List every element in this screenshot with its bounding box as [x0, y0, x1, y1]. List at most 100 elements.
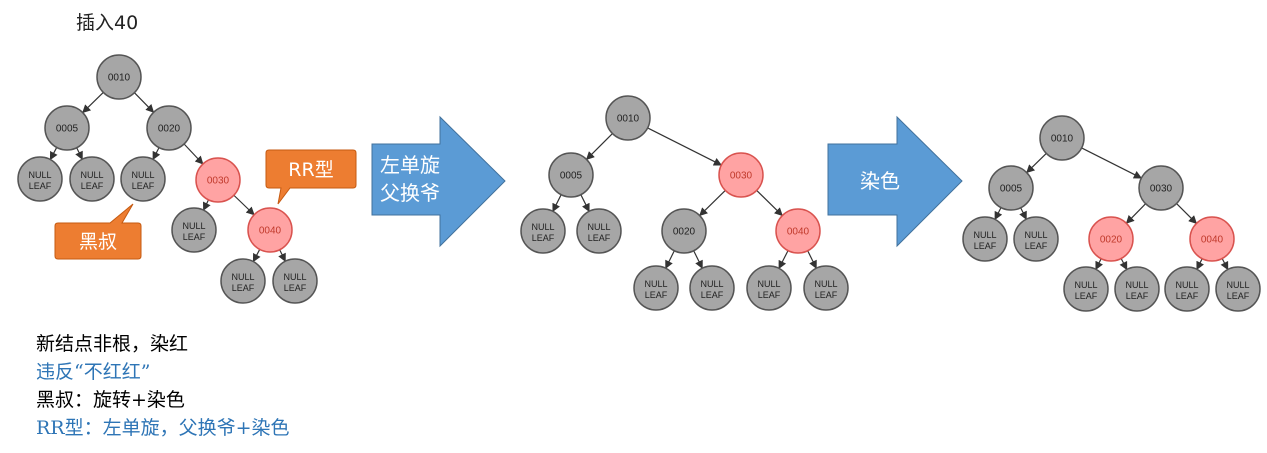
svg-text:NULL: NULL [28, 170, 51, 180]
tree-1-edge [49, 147, 58, 161]
svg-text:NULL: NULL [1226, 280, 1249, 290]
tree-2-edge [693, 250, 703, 270]
svg-text:NULL: NULL [587, 222, 610, 232]
note-line-4: RR型：左单旋，父换爷+染色 [36, 417, 290, 439]
callout-black-uncle: 黑叔 [54, 203, 142, 260]
svg-text:LEAF: LEAF [1025, 241, 1048, 251]
tree-3-edge [1081, 147, 1143, 179]
tree-2-edge [699, 189, 726, 217]
tree-3-edge [1196, 258, 1204, 271]
tree-2-edge [647, 127, 723, 166]
note-line-2: 违反“不红红” [36, 361, 151, 383]
svg-text:NULL: NULL [1175, 280, 1198, 290]
tree-1-node-0030: 0030 [195, 157, 241, 203]
tree-3-edge [1119, 258, 1128, 271]
tree-2-node-0040: 0040 [775, 208, 821, 254]
svg-text:LEAF: LEAF [183, 232, 206, 242]
svg-text:LEAF: LEAF [284, 283, 307, 293]
tree-2-edge [665, 250, 675, 270]
arrow-label-recolor: 染色 [860, 169, 900, 193]
svg-text:NULL: NULL [973, 230, 996, 240]
tree-3-edge [1220, 258, 1229, 271]
tree-1-node-0010: 0010 [96, 54, 142, 100]
svg-text:NULL: NULL [700, 279, 723, 289]
tree-1-edge [152, 147, 161, 161]
tree-2-node-0020: 0020 [661, 208, 707, 254]
node-label: 0030 [207, 176, 230, 187]
svg-text:LEAF: LEAF [132, 181, 155, 191]
node-label: 0005 [560, 171, 583, 182]
svg-text:LEAF: LEAF [29, 181, 52, 191]
node-label: 0020 [1100, 235, 1123, 246]
tree-1-edge [133, 92, 155, 113]
node-label: 0010 [617, 114, 640, 125]
svg-text:NULL: NULL [1024, 230, 1047, 240]
tree-3-edge [1176, 203, 1198, 225]
tree-2-edge [552, 194, 562, 213]
tree-3-edge [994, 207, 1003, 221]
svg-text:LEAF: LEAF [232, 283, 255, 293]
transform-arrow-rotate: 左单旋 父换爷 [371, 115, 506, 248]
svg-text:LEAF: LEAF [1227, 291, 1250, 301]
svg-text:LEAF: LEAF [1075, 291, 1098, 301]
node-label: 0030 [1150, 184, 1173, 195]
node-label: 0005 [56, 124, 79, 135]
tree-1-edge [252, 249, 261, 263]
arrow-label-line-2: 父换爷 [380, 181, 440, 205]
tree-3-edge [1095, 258, 1103, 271]
tree-1-edge [278, 249, 286, 263]
tree-3-node-0020: 0020 [1088, 216, 1134, 262]
svg-text:LEAF: LEAF [588, 233, 611, 243]
tree-3-node-0040: 0040 [1189, 216, 1235, 262]
svg-text:LEAF: LEAF [758, 290, 781, 300]
node-label: 0020 [158, 124, 181, 135]
tree-1-node-0005: 0005 [44, 105, 90, 151]
svg-text:NULL: NULL [182, 221, 205, 231]
svg-text:NULL: NULL [757, 279, 780, 289]
node-label: 0010 [108, 73, 131, 84]
tree-2-edge [580, 194, 590, 213]
node-label: 0030 [730, 171, 753, 182]
node-label: 0040 [259, 226, 282, 237]
tree-1-node-0040: 0040 [247, 207, 293, 253]
callout-rr-type-text: RR型 [288, 159, 333, 181]
tree-1-node-0020: 0020 [146, 105, 192, 151]
tree-2-edge [756, 189, 783, 217]
title: 插入40 [76, 12, 139, 34]
callout-black-uncle-text: 黑叔 [79, 231, 117, 253]
tree-1-edge [82, 91, 104, 114]
node-label: 0040 [787, 227, 810, 238]
svg-text:LEAF: LEAF [532, 233, 555, 243]
node-label: 0005 [1000, 184, 1023, 195]
tree-1-edge [75, 147, 83, 160]
tree-3-node-0010: 0010 [1039, 115, 1085, 161]
tree-3-edge [1125, 203, 1147, 224]
svg-text:LEAF: LEAF [1126, 291, 1149, 301]
node-label: 0010 [1051, 134, 1074, 145]
svg-text:LEAF: LEAF [645, 290, 668, 300]
callout-rr-type: RR型 [265, 149, 357, 205]
tree-1-edge [202, 199, 211, 211]
svg-text:NULL: NULL [644, 279, 667, 289]
notes: 新结点非根，染红 违反“不红红” 黑叔：旋转+染色 RR型：左单旋，父换爷+染色 [36, 330, 290, 442]
svg-text:NULL: NULL [131, 170, 154, 180]
svg-text:LEAF: LEAF [701, 290, 724, 300]
svg-text:NULL: NULL [231, 272, 254, 282]
node-label: 0020 [673, 227, 696, 238]
tree-1-edge [183, 143, 204, 165]
tree-2-edge [807, 250, 817, 270]
tree-2-edge [778, 250, 789, 270]
svg-text:NULL: NULL [80, 170, 103, 180]
tree-3-node-0030: 0030 [1138, 165, 1184, 211]
